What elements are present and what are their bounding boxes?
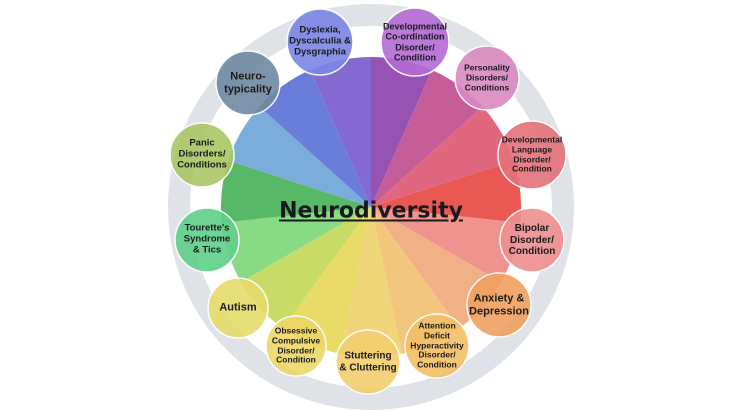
wheel-segment — [371, 106, 514, 207]
condition-bubbles — [169, 7, 567, 395]
condition-bubble — [207, 277, 269, 339]
wheel-segment — [241, 207, 371, 329]
wheel-segment — [228, 106, 371, 207]
diagram-title: Neurodiversity — [279, 198, 463, 224]
condition-bubble — [174, 207, 240, 273]
condition-bubble — [466, 272, 532, 338]
condition-bubble — [335, 329, 401, 395]
outer-ring — [168, 4, 574, 410]
wheel-segment — [371, 160, 522, 223]
condition-bubble — [286, 8, 354, 76]
wheel-segment — [310, 57, 371, 207]
condition-bubble — [497, 120, 567, 190]
wheel-segment — [371, 70, 483, 207]
wheel-segment — [259, 70, 371, 207]
condition-bubble — [265, 315, 327, 377]
wheel-segment — [371, 207, 521, 282]
condition-bubble — [380, 7, 450, 77]
wheel-segment — [221, 207, 371, 282]
wheel-segment — [220, 160, 371, 223]
wheel-segment — [339, 207, 403, 357]
wheel-segment — [371, 57, 432, 207]
condition-bubble — [169, 122, 235, 188]
condition-bubble — [454, 45, 520, 111]
condition-bubble — [499, 207, 565, 273]
condition-bubble — [215, 50, 281, 116]
condition-bubble — [404, 313, 470, 379]
